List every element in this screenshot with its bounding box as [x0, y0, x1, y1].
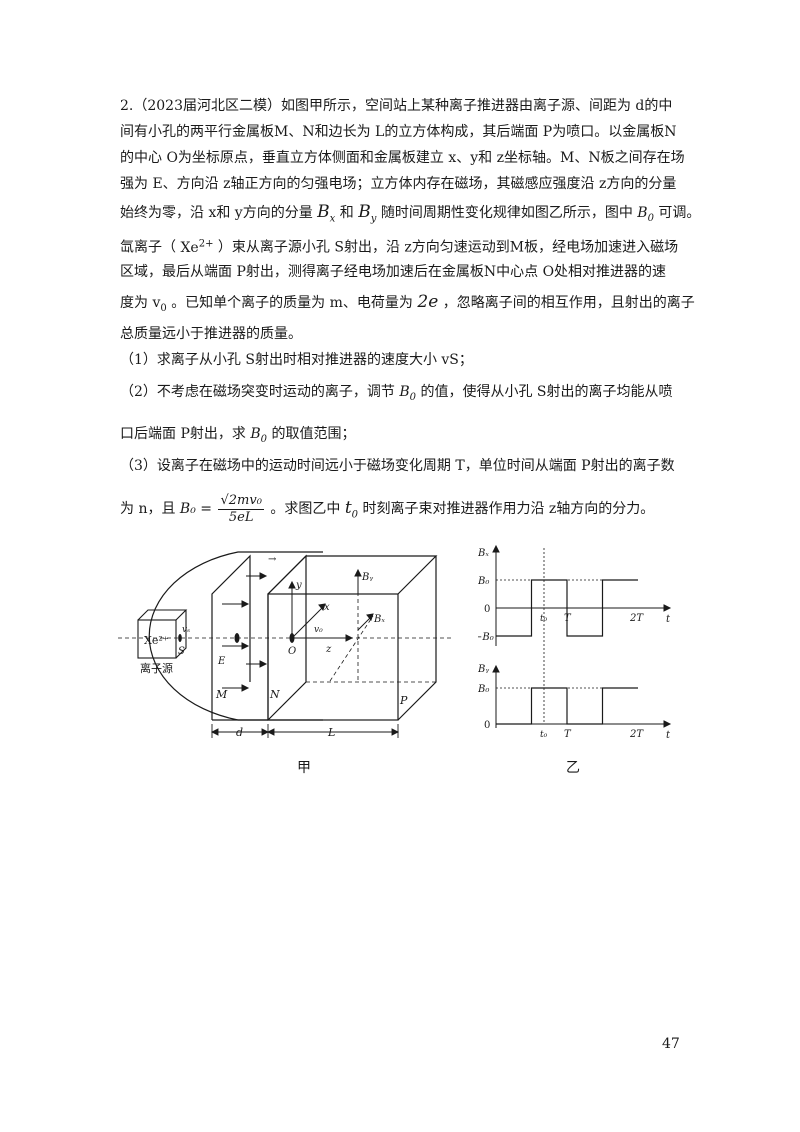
- label-n: N: [269, 688, 280, 701]
- label-y: y: [295, 580, 302, 591]
- label-v0: v₀: [314, 625, 323, 635]
- bx-dash: [329, 615, 374, 682]
- b0-symbol: B0: [399, 384, 417, 403]
- fraction-numerator: √2mv₀: [218, 492, 264, 510]
- by-waveform: [496, 687, 638, 725]
- label-m: M: [215, 688, 228, 701]
- by-t-label: T: [564, 729, 572, 740]
- ion-source-label: 离子源: [140, 661, 173, 675]
- bx-t-label: T: [564, 613, 572, 624]
- label-vs: vₛ: [182, 625, 190, 635]
- problem-line-1: 2.（2023届河北区二模）如图甲所示，空间站上某种离子推进器由离子源、间距为 …: [120, 98, 673, 114]
- dimension-d: d: [236, 726, 243, 739]
- hole-s: [178, 634, 182, 642]
- figure-b-caption: 乙: [566, 760, 580, 776]
- text-fragment: 可调。: [658, 205, 701, 221]
- label-e: E: [217, 656, 226, 667]
- cube-top-face: [267, 555, 438, 595]
- text-fragment: 的值，使得从小孔 S射出的离子均能从喷: [420, 384, 673, 400]
- bx-zero-label: 0: [484, 604, 490, 615]
- problem-line-5: 始终为零，沿 x和 y方向的分量 Bx 和 By 随时间周期性变化规律如图乙所示…: [120, 202, 700, 229]
- question-2-line-2: 口后端面 P射出，求 B0 的取值范围；: [120, 424, 355, 450]
- question-3-line-1: （3）设离子在磁场中的运动时间远小于磁场变化周期 T，单位时间从端面 P射出的离…: [120, 458, 675, 474]
- b0-fraction: √2mv₀ 5eL: [218, 492, 264, 526]
- label-by: Bᵧ: [361, 572, 373, 583]
- text-fragment: ）束从离子源小孔 S射出，沿 z方向匀速运动到M板，经电场加速进入磁场: [217, 239, 679, 256]
- bx-t0-label: t₀: [540, 614, 548, 624]
- text-fragment: 和: [339, 205, 354, 221]
- bx-axis-label: Bₓ: [478, 548, 489, 559]
- problem-line-9: 总质量远小于推进器的质量。: [120, 326, 302, 342]
- problem-line-7: 区域，最后从端面 P射出，测得离子经电场加速后在金属板N中心点 O处相对推进器的…: [120, 264, 667, 280]
- text-fragment: 度为 v: [120, 295, 161, 311]
- label-x: x: [324, 602, 330, 613]
- bx-2t-label: 2T: [629, 613, 644, 624]
- by-symbol: By: [358, 202, 377, 225]
- hole-m: [234, 633, 240, 643]
- subscript: 0: [160, 302, 167, 314]
- page-number: 47: [662, 1036, 680, 1052]
- hidden-edge: [267, 681, 307, 721]
- text-fragment: 为 n，且: [120, 501, 176, 517]
- problem-line-4: 强为 E、方向沿 z轴正方向的匀强电场；立方体内存在磁场，其磁感应强度沿 z方向…: [120, 176, 677, 192]
- ion-source-box: [137, 609, 188, 659]
- by-zero-label: 0: [484, 720, 490, 731]
- b0-equation-lhs: B₀ =: [179, 501, 213, 517]
- text-fragment: 口后端面 P射出，求: [120, 426, 246, 442]
- by-wave-line: [496, 687, 638, 725]
- bx-waveform: [496, 579, 638, 637]
- figure-a-caption: 甲: [297, 760, 311, 776]
- bx-neg-b0-label: −B₀: [478, 632, 494, 643]
- text-fragment: 的取值范围；: [271, 426, 356, 442]
- figure-b-field-graphs: Bₓ B₀ 0 −B₀ t₀ T 2T t Bᵧ B₀ 0 t₀ T 2T t: [478, 544, 672, 740]
- text-fragment: 始终为零，沿 x和 y方向的分量: [120, 205, 313, 221]
- label-o: O: [288, 646, 296, 657]
- b0-symbol: B0: [250, 426, 267, 445]
- by-b0-label: B₀: [478, 684, 489, 695]
- problem-line-2: 间有小孔的两平行金属板M、N和边长为 L的立方体构成，其后端面 P为喷口。以金属…: [120, 124, 677, 140]
- text-fragment: 随时间周期性变化规律如图乙所示，图中: [380, 205, 633, 221]
- cube-front-face: [267, 593, 399, 721]
- t0-symbol: t0: [344, 498, 359, 521]
- bx-wave-line: [496, 579, 638, 637]
- text-fragment: （2）不考虑在磁场突变时运动的离子，调节: [120, 384, 395, 400]
- ion-source-text: Xe²⁺: [144, 634, 169, 647]
- label-bx: Bₓ: [373, 614, 385, 625]
- by-t0-label: t₀: [540, 730, 548, 740]
- bx-symbol: Bx: [317, 202, 336, 225]
- question-3-line-2: 为 n，且 B₀ = √2mv₀ 5eL 。求图乙中 t0 时刻离子束对推进器作…: [120, 490, 654, 533]
- fraction-denominator: 5eL: [228, 509, 254, 525]
- label-z: z: [325, 644, 332, 655]
- svg-text:→: →: [268, 554, 277, 565]
- question-2-line-1: （2）不考虑在磁场突变时运动的离子，调节 B0 的值，使得从小孔 S射出的离子均…: [120, 382, 673, 408]
- by-time-label: t: [666, 730, 671, 740]
- text-fragment: 。求图乙中: [270, 501, 341, 517]
- bx-time-label: t: [666, 614, 671, 625]
- xenon-ion-symbol: Xe2+: [180, 238, 214, 256]
- dimension-l: L: [327, 726, 335, 739]
- by-axis-label: Bᵧ: [478, 664, 489, 675]
- text-fragment: 时刻离子束对推进器作用力沿 z轴方向的分力。: [362, 501, 655, 517]
- b0-symbol: B0: [637, 205, 654, 224]
- enclosure-curve: [148, 551, 323, 721]
- figure-a-thruster-diagram: Xe²⁺ 离子源 S vₛ → E y x v₀ z O B: [118, 551, 453, 739]
- plate-m: [211, 554, 251, 720]
- charge-symbol: 2e: [417, 292, 439, 312]
- text-fragment: 氙离子（: [120, 239, 176, 256]
- text-fragment: ，忽略离子间的相互作用，且射出的离子: [442, 295, 695, 311]
- problem-line-8: 度为 v0 。已知单个离子的质量为 m、电荷量为 2e ，忽略离子间的相互作用，…: [120, 292, 695, 319]
- text-fragment: 。已知单个离子的质量为 m、电荷量为: [171, 295, 413, 311]
- bx-b0-label: B₀: [478, 576, 489, 587]
- problem-line-6: 氙离子（ Xe2+ ）束从离子源小孔 S射出，沿 z方向匀速运动到M板，经电场加…: [120, 234, 678, 258]
- by-2t-label: 2T: [629, 729, 644, 740]
- label-p: P: [399, 694, 408, 707]
- label-s: S: [178, 646, 185, 657]
- problem-line-3: 的中心 O为坐标原点，垂直立方体侧面和金属板建立 x、y和 z坐标轴。M、N板之…: [120, 150, 685, 166]
- question-1: （1）求离子从小孔 S射出时相对推进器的速度大小 vS；: [120, 352, 473, 368]
